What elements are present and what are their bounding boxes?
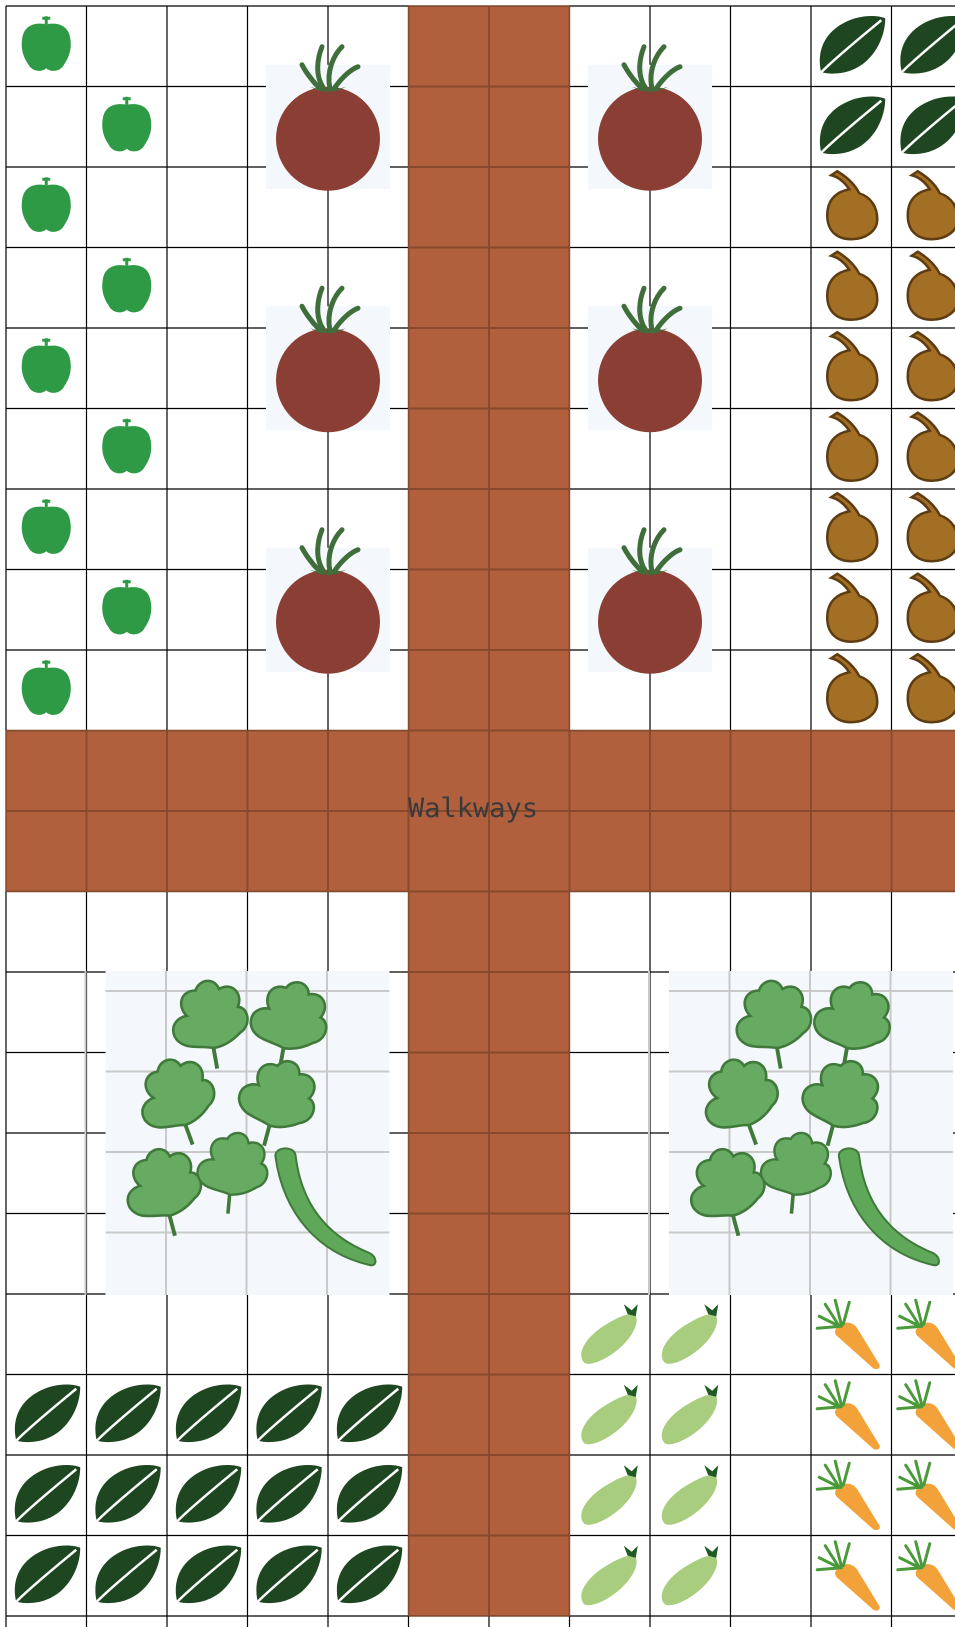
cucumber-vine-icon <box>86 971 390 1295</box>
cucumber-vine-icon <box>649 971 953 1295</box>
tomato-icon <box>266 47 390 191</box>
tomato-icon <box>588 288 712 432</box>
walkways-label: Walkways <box>408 793 538 824</box>
tomato-icon <box>266 288 390 432</box>
tomato-icon <box>266 530 390 674</box>
tomato-icon <box>588 47 712 191</box>
tomato-icon <box>588 530 712 674</box>
